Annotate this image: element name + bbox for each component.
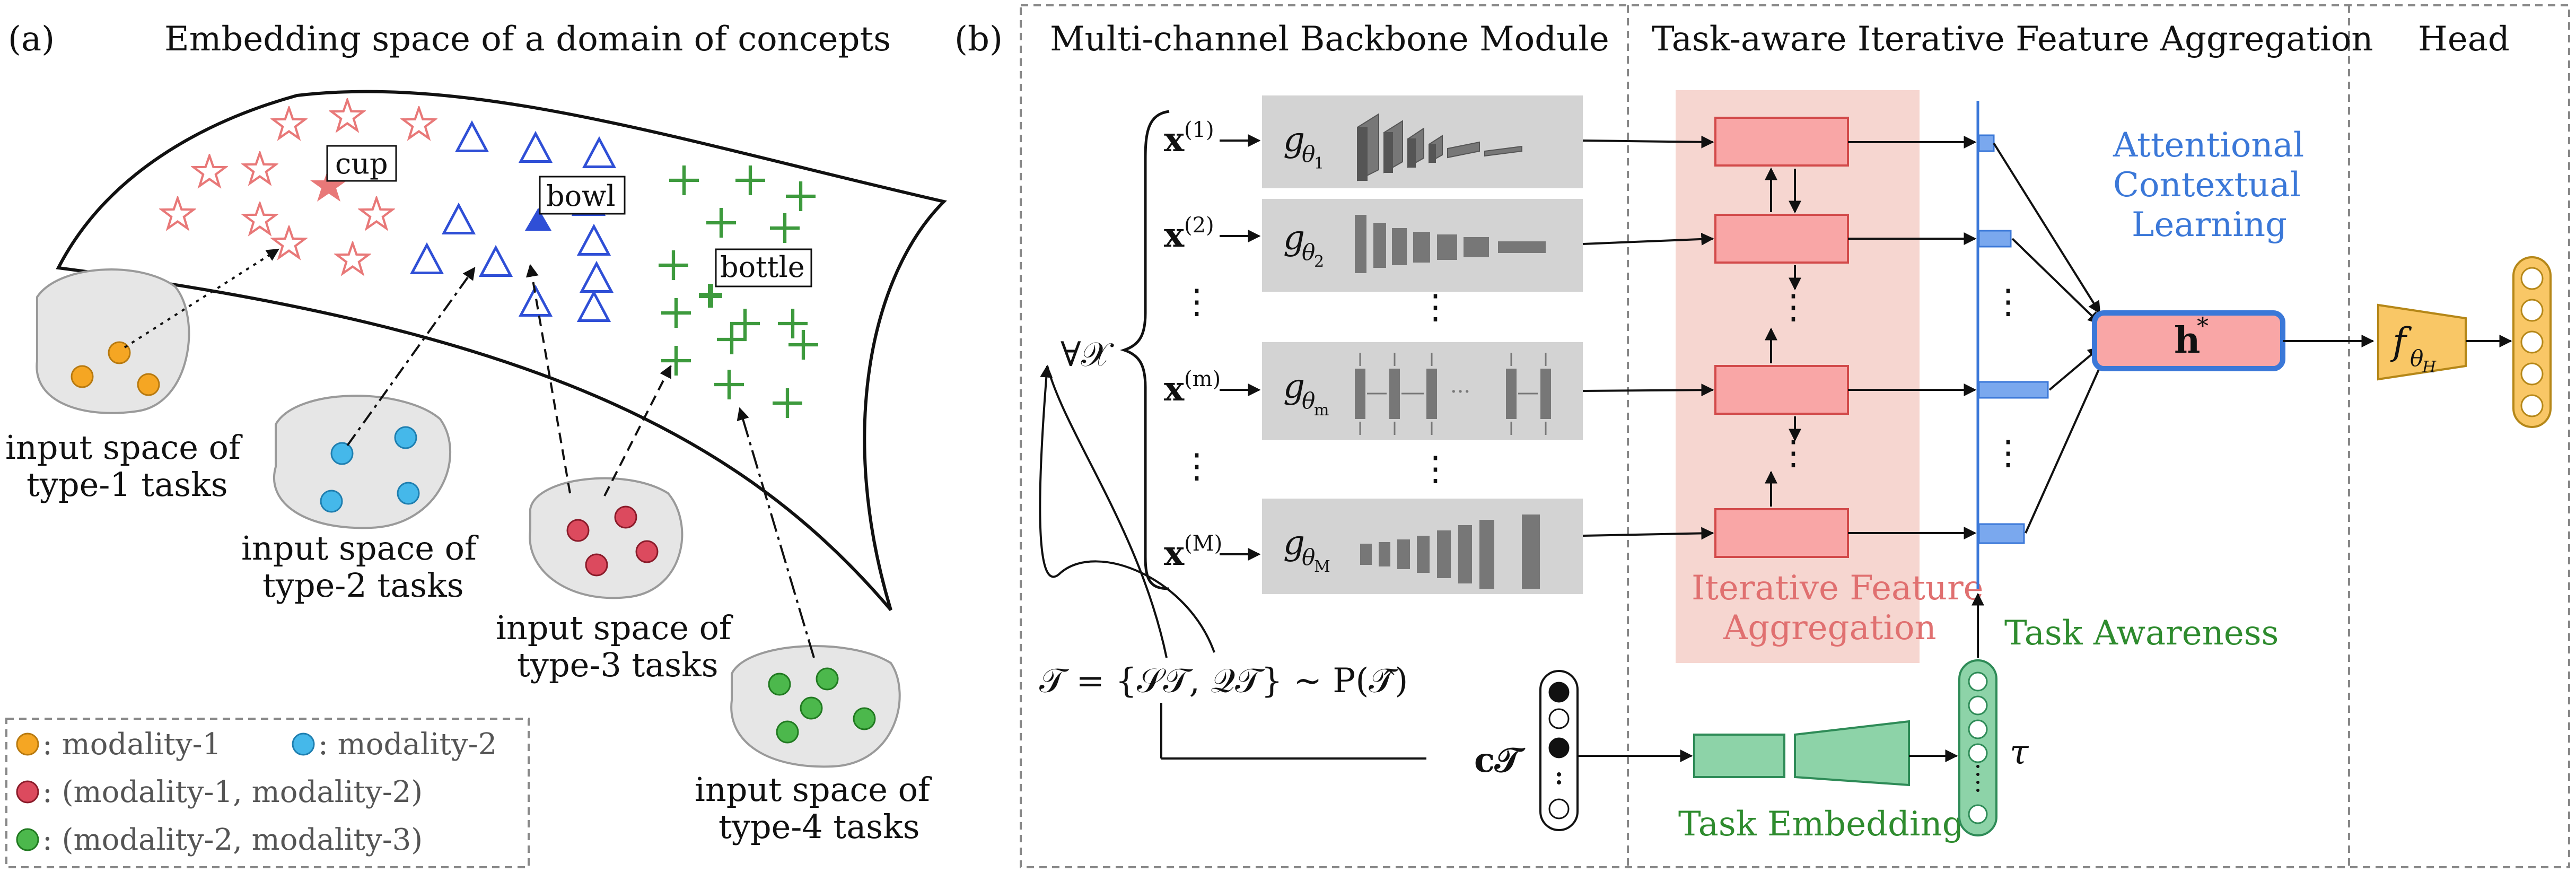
svg-text:g: g — [1283, 367, 1305, 406]
panel-b-label: (b) — [954, 20, 1003, 59]
ifa-label-line1: Iterative Feature — [1692, 569, 1984, 608]
backbone-g2: g θ 2 — [1262, 199, 1583, 292]
input-xM: x (M) — [1164, 531, 1222, 573]
svg-text:(M): (M) — [1184, 531, 1222, 556]
svg-text:θ: θ — [1302, 239, 1315, 265]
acl-line1: Attentional — [2113, 126, 2304, 165]
panel-a-title: Embedding space of a domain of concepts — [164, 20, 891, 59]
vdots-features-2: ⋮ — [1991, 433, 2025, 473]
legend-modality-23: : (modality-2, modality-3) — [42, 823, 423, 857]
embedding-manifold — [56, 90, 947, 611]
concept-cup-label: cup — [335, 147, 388, 180]
input-space-type1 — [36, 268, 190, 414]
panel-a: (a) Embedding space of a domain of conce… — [5, 20, 947, 868]
svg-text:θ: θ — [1302, 544, 1315, 570]
vdots-ifa-2: ⋮ — [1776, 433, 1810, 473]
backbone-g1: g θ 1 — [1262, 95, 1583, 188]
input-space-type4 — [730, 645, 901, 768]
svg-text:M: M — [1314, 557, 1330, 576]
acl-line2: Contextual — [2113, 165, 2301, 205]
svg-text:g: g — [1283, 219, 1305, 258]
svg-text:2: 2 — [1314, 252, 1324, 271]
panel-b-frame — [1020, 4, 2570, 868]
task-embedding-module — [1693, 720, 1910, 787]
caption-type3-line1: input space of — [496, 608, 733, 647]
caption-type3-line2: type-3 tasks — [517, 646, 719, 684]
svg-text:x: x — [1164, 215, 1185, 255]
c-t-vector — [1539, 670, 1579, 831]
plus-concepts — [659, 165, 818, 418]
task-definition: 𝒯 = {𝒮𝒯, 𝒬𝒯} ∼ P(𝒯̂) — [1039, 661, 1408, 701]
concept-bowl: bowl — [539, 176, 626, 215]
mapping-arrows — [124, 248, 815, 658]
forall-x: ∀𝒳 — [1061, 335, 1115, 374]
legend-modality-12: : (modality-1, modality-2) — [42, 775, 423, 809]
section-backbone: Multi-channel Backbone Module — [1050, 20, 1609, 59]
svg-text:g: g — [1283, 524, 1305, 563]
svg-text:m: m — [1314, 401, 1329, 420]
svg-text:H: H — [2422, 358, 2437, 377]
svg-text:h: h — [2174, 319, 2200, 362]
svg-text:1: 1 — [1314, 154, 1324, 173]
caption-type2-line2: type-2 tasks — [262, 566, 464, 605]
input-brace — [1120, 110, 1170, 590]
input-space-type2 — [273, 395, 452, 529]
svg-text:*: * — [2197, 313, 2209, 340]
vdots-features-1: ⋮ — [1991, 282, 2025, 321]
backbone-gm: g θ m ··· — [1262, 342, 1583, 440]
legend-modality-2: : modality-2 — [318, 727, 497, 762]
concept-cup: cup — [326, 145, 397, 182]
svg-text:θ: θ — [2410, 345, 2423, 371]
task-awareness-label: Task Awareness — [2004, 614, 2279, 653]
svg-text:(1): (1) — [1184, 118, 1214, 142]
h-star-box: h * — [2092, 310, 2285, 371]
caption-type4-line1: input space of — [695, 770, 932, 809]
concept-bowl-label: bowl — [546, 179, 616, 213]
star-concepts — [162, 100, 435, 274]
backbone-gM: g θ M — [1262, 499, 1583, 594]
vdots-inputs-2: ⋮ — [1180, 447, 1214, 486]
svg-text:g: g — [1283, 120, 1305, 160]
task-embedding-label: Task Embedding — [1678, 805, 1964, 844]
concept-bottle: bottle — [715, 248, 812, 287]
caption-type1-line2: type-1 tasks — [27, 465, 228, 504]
svg-text:x: x — [1164, 534, 1185, 573]
panel-b: (b) Multi-channel Backbone Module Task-a… — [954, 4, 2570, 868]
head-output-vector — [2512, 256, 2552, 428]
caption-type2-line1: input space of — [241, 529, 479, 568]
panel-a-label: (a) — [8, 20, 55, 59]
tau-label: τ — [2010, 733, 2029, 772]
input-x2: x (2) — [1164, 213, 1214, 255]
caption-type4-line2: type-4 tasks — [719, 807, 920, 846]
acl-line3: Learning — [2132, 205, 2287, 245]
ifa-boxes — [1714, 117, 1849, 558]
ifa-label-line2: Aggregation — [1723, 608, 1937, 648]
svg-text:···: ··· — [1450, 380, 1470, 404]
caption-type1-line1: input space of — [5, 428, 243, 467]
svg-text:x: x — [1164, 369, 1185, 409]
section-aggregation: Task-aware Iterative Feature Aggregation — [1652, 20, 2373, 59]
svg-text:(m): (m) — [1184, 367, 1221, 391]
svg-text:x: x — [1164, 120, 1185, 160]
svg-text:θ: θ — [1302, 141, 1315, 167]
legend-modality-1: : modality-1 — [42, 727, 221, 762]
concept-bottle-label: bottle — [720, 250, 805, 284]
section-head: Head — [2418, 20, 2510, 59]
vdots-inputs-1: ⋮ — [1180, 282, 1214, 321]
modality-legend: : modality-1 : modality-2 : (modality-1,… — [5, 718, 530, 868]
tau-vector — [1958, 659, 1997, 836]
feature-bars — [1978, 134, 2049, 544]
input-space-type3 — [529, 477, 684, 599]
head-module: f θ H — [2377, 303, 2467, 381]
input-xm: x (m) — [1164, 367, 1221, 409]
c-t-label: c𝒯 — [1474, 740, 1526, 780]
triangle-concepts — [412, 123, 614, 321]
vdots-backbone-2: ⋮ — [1418, 449, 1452, 489]
svg-text:(2): (2) — [1184, 213, 1214, 238]
vdots-ifa-1: ⋮ — [1776, 287, 1810, 327]
svg-text:θ: θ — [1302, 388, 1315, 414]
vdots-backbone: ⋮ — [1418, 287, 1452, 327]
input-x1: x (1) — [1164, 118, 1214, 160]
